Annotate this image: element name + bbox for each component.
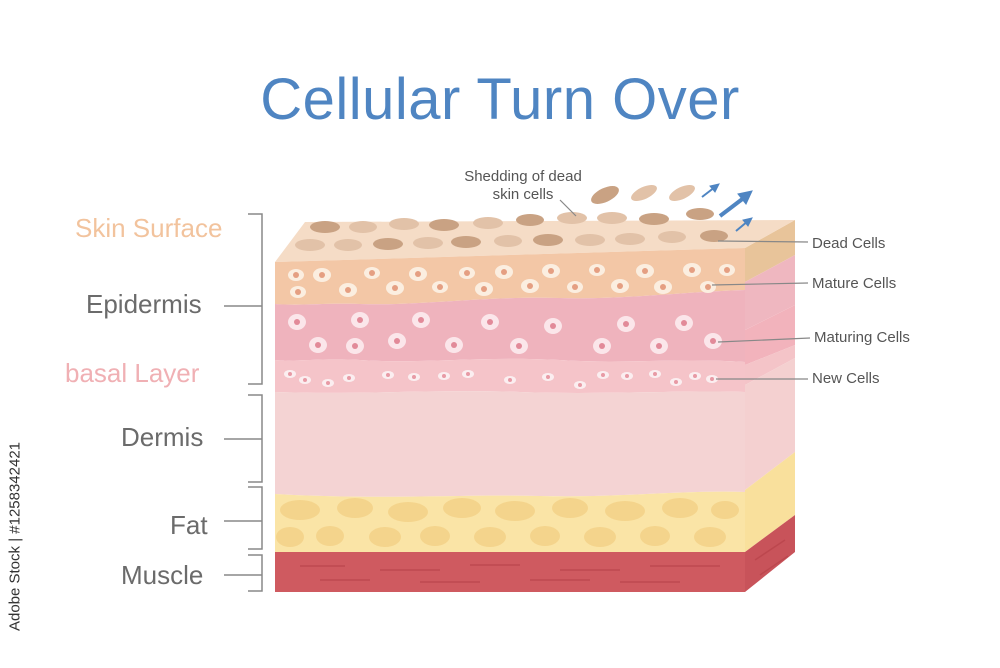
muscle-label: Muscle [121, 560, 204, 590]
stock-watermark: Adobe Stock | #1258342421 [3, 420, 27, 660]
block-side-face [745, 220, 795, 592]
diagram-title: Cellular Turn Over [260, 67, 740, 132]
dead-cells-label: Dead Cells [812, 235, 886, 252]
shedding-label: Shedding of dead skin cells [464, 168, 582, 203]
layer-brackets [224, 213, 263, 592]
maturing-cells-label: Maturing Cells [814, 329, 910, 346]
dermis-label: Dermis [121, 422, 204, 452]
basal-layer-label: basal Layer [65, 358, 200, 388]
epidermis-label: Epidermis [86, 289, 202, 319]
shedding-arrows [701, 183, 753, 232]
mature-cells-label: Mature Cells [812, 275, 897, 292]
maturing-cells [288, 312, 722, 354]
fat-label: Fat [170, 510, 208, 540]
muscle-fibers [300, 539, 789, 583]
callout-lines [559, 199, 811, 380]
new-cells-label: New Cells [812, 370, 880, 387]
new-cells [284, 370, 718, 389]
mature-cells [288, 263, 735, 298]
skin-surface-label: Skin Surface [75, 213, 223, 243]
block-front-face [275, 248, 745, 592]
fat-cells [276, 498, 739, 547]
dead-cell-flakes [295, 184, 728, 251]
watermark-text: Adobe Stock | #1258342421 [6, 441, 24, 632]
